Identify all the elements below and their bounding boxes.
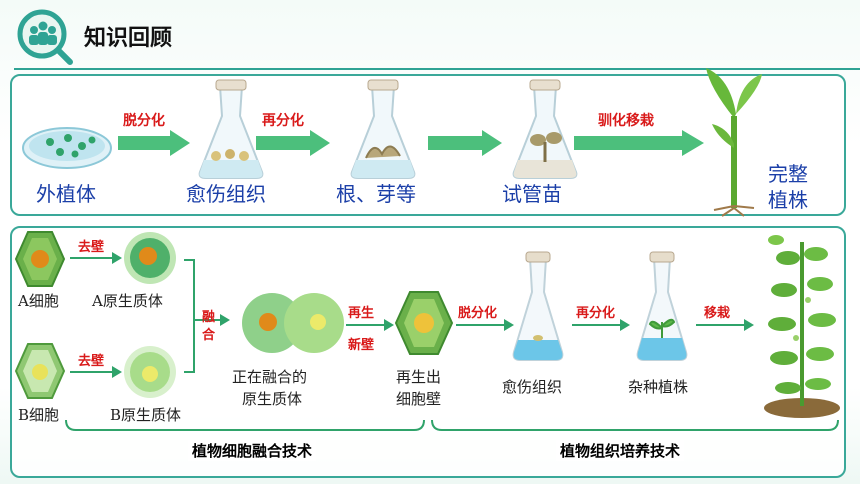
group-search-icon xyxy=(14,6,74,66)
header-divider xyxy=(14,68,860,70)
culture-tech-bracket xyxy=(431,419,839,431)
page-title: 知识回顾 xyxy=(84,26,173,51)
fusing-protoplasts-icon xyxy=(242,293,344,353)
flask-plantlet-icon xyxy=(512,79,578,179)
arrow-icon xyxy=(346,319,394,331)
label-cell-b: B细胞 xyxy=(18,406,60,424)
arrow-label-redifferentiation: 再分化 xyxy=(262,113,304,129)
caption-fusion-tech: 植物细胞融合技术 xyxy=(188,440,317,461)
cell-b-icon xyxy=(14,343,66,399)
stage-label-roots-shoots: 根、芽等 xyxy=(336,182,416,206)
seedling-icon xyxy=(706,68,762,217)
label-cell-a: A细胞 xyxy=(18,292,59,310)
arrow-icon xyxy=(456,319,514,331)
hybrid-cell-icon xyxy=(394,291,454,355)
stage-label-plantlet: 试管苗 xyxy=(502,182,562,206)
arrow-icon xyxy=(696,319,754,331)
arrow-icon xyxy=(256,130,330,156)
label-regen-1: 再生出 xyxy=(396,368,442,386)
protoplast-b-icon xyxy=(124,346,176,398)
label-regen-2: 细胞壁 xyxy=(396,390,442,408)
step-fusion-1: 融 xyxy=(202,310,216,325)
mature-plant-icon xyxy=(764,235,840,418)
merge-connector xyxy=(184,259,230,373)
step-redifferentiation: 再分化 xyxy=(576,306,616,321)
arrow-label-transplant: 驯化移栽 xyxy=(598,113,654,129)
step-remove-wall-a: 去壁 xyxy=(78,240,105,255)
arrow-label-dedifferentiation: 脱分化 xyxy=(123,113,165,129)
step-regen-1: 再生 xyxy=(348,306,375,321)
step-fusion-2: 合 xyxy=(202,328,216,343)
step-regen-2: 新壁 xyxy=(348,338,375,353)
petri-dish-icon xyxy=(22,127,112,169)
arrow-icon xyxy=(70,252,122,264)
step-remove-wall-b: 去壁 xyxy=(78,354,105,369)
arrow-icon xyxy=(572,319,630,331)
fusion-tech-bracket xyxy=(65,419,425,431)
stage-label-explant: 外植体 xyxy=(36,182,96,206)
label-fusing-2: 原生质体 xyxy=(242,390,303,408)
stage-label-callus: 愈伤组织 xyxy=(186,182,266,206)
flask-roots-shoots-icon xyxy=(350,79,416,179)
arrow-icon xyxy=(428,130,502,156)
stage-label-whole-plant-2: 植株 xyxy=(768,188,808,212)
label-callus: 愈伤组织 xyxy=(502,378,563,396)
arrow-icon xyxy=(70,366,122,378)
protoplast-a-icon xyxy=(124,232,176,284)
flask-callus-small-icon xyxy=(512,251,564,361)
cell-a-icon xyxy=(14,231,66,287)
arrow-icon xyxy=(118,130,190,156)
label-protoplast-b: B原生质体 xyxy=(110,406,182,424)
label-protoplast-a: A原生质体 xyxy=(92,292,163,310)
step-transplant: 移栽 xyxy=(704,306,731,321)
label-hybrid-plant: 杂种植株 xyxy=(628,378,689,396)
arrow-icon xyxy=(574,130,704,156)
caption-culture-tech: 植物组织培养技术 xyxy=(556,440,685,461)
stage-label-whole-plant-1: 完整 xyxy=(768,162,808,186)
flask-callus-icon xyxy=(198,79,264,179)
step-dedifferentiation: 脱分化 xyxy=(458,306,498,321)
label-fusing-1: 正在融合的 xyxy=(232,368,308,386)
flask-plantlet-small-icon xyxy=(636,251,688,361)
